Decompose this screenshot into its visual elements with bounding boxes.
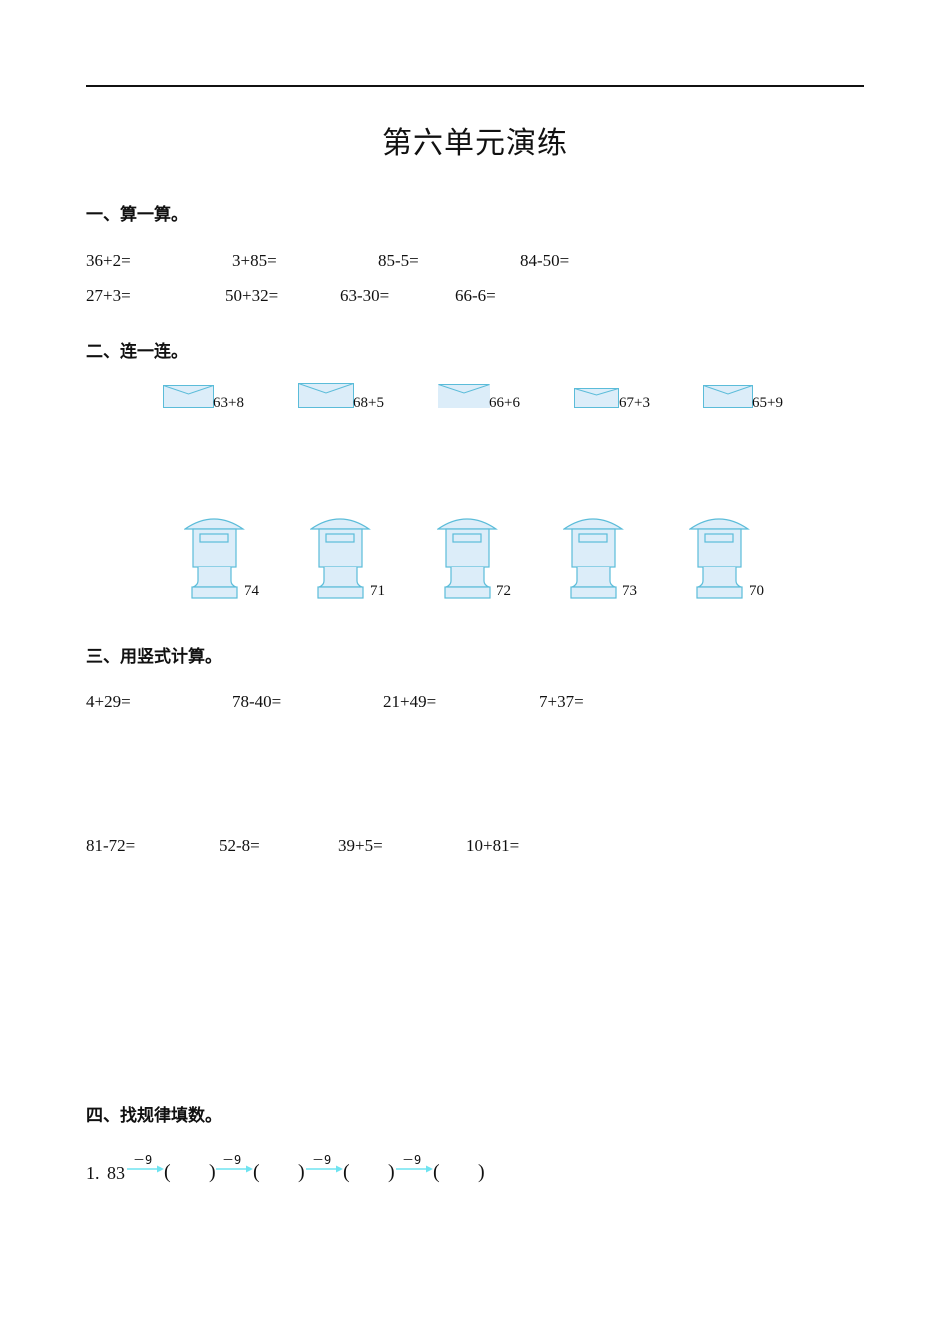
top-rule	[86, 85, 864, 87]
section-3-heading: 三、用竖式计算。	[86, 647, 222, 667]
equation: 50+32=	[225, 286, 279, 305]
answer-open-paren: (	[253, 1161, 260, 1183]
equation: 39+5=	[338, 836, 383, 855]
mailbox-label: 73	[622, 583, 637, 599]
section-1-heading: 一、算一算。	[86, 205, 188, 225]
answer-blank-1[interactable]	[172, 1160, 208, 1186]
answer-close-paren: )	[388, 1161, 395, 1183]
arrow-right-icon	[396, 1165, 433, 1173]
envelope-icon[interactable]	[163, 385, 214, 409]
envelope-icon[interactable]	[438, 384, 490, 409]
envelope-label: 63+8	[213, 395, 244, 411]
answer-close-paren: )	[298, 1161, 305, 1183]
equation: 78-40=	[232, 692, 282, 711]
equation: 63-30=	[340, 286, 390, 305]
step-label: －9	[312, 1153, 332, 1167]
answer-open-paren: (	[433, 1161, 440, 1183]
equation: 21+49=	[383, 692, 437, 711]
equation: 10+81=	[466, 836, 520, 855]
equation: 36+2=	[86, 251, 131, 270]
equation: 84-50=	[520, 251, 570, 270]
equation: 7+37=	[539, 692, 584, 711]
answer-blank-4[interactable]	[441, 1160, 477, 1186]
mailbox-icon[interactable]	[437, 515, 499, 600]
envelope-label: 66+6	[489, 395, 520, 411]
answer-open-paren: (	[164, 1161, 171, 1183]
arrow-right-icon	[127, 1165, 164, 1173]
mailbox-icon[interactable]	[563, 515, 625, 600]
mailbox-icon[interactable]	[310, 515, 372, 600]
answer-blank-3[interactable]	[351, 1160, 387, 1186]
envelope-label: 68+5	[353, 395, 384, 411]
equation: 27+3=	[86, 286, 131, 305]
step-label: －9	[402, 1153, 422, 1167]
section-4-heading: 四、找规律填数。	[86, 1106, 222, 1126]
mailbox-label: 71	[370, 583, 385, 599]
step-label: －9	[222, 1153, 242, 1167]
envelope-label: 67+3	[619, 395, 650, 411]
equation: 52-8=	[219, 836, 260, 855]
envelope-label: 65+9	[752, 395, 783, 411]
equation: 85-5=	[378, 251, 419, 270]
answer-close-paren: )	[478, 1161, 485, 1183]
equation: 66-6=	[455, 286, 496, 305]
envelope-icon[interactable]	[574, 388, 620, 409]
equation: 3+85=	[232, 251, 277, 270]
page-title: 第六单元演练	[382, 126, 568, 161]
answer-blank-2[interactable]	[261, 1160, 297, 1186]
equation: 4+29=	[86, 692, 131, 711]
envelope-icon[interactable]	[703, 385, 754, 409]
arrow-right-icon	[306, 1165, 343, 1173]
equation: 81-72=	[86, 836, 136, 855]
mailbox-label: 72	[496, 583, 511, 599]
mailbox-icon[interactable]	[689, 515, 751, 600]
mailbox-label: 74	[244, 583, 259, 599]
section-2-heading: 二、连一连。	[86, 342, 188, 362]
answer-close-paren: )	[209, 1161, 216, 1183]
answer-open-paren: (	[343, 1161, 350, 1183]
step-label: －9	[133, 1153, 153, 1167]
arrow-right-icon	[216, 1165, 253, 1173]
item-number: 1.	[86, 1163, 100, 1183]
envelope-icon[interactable]	[298, 383, 354, 409]
mailbox-icon[interactable]	[184, 515, 246, 600]
mailbox-label: 70	[749, 583, 764, 599]
sequence-start: 83	[107, 1163, 125, 1183]
